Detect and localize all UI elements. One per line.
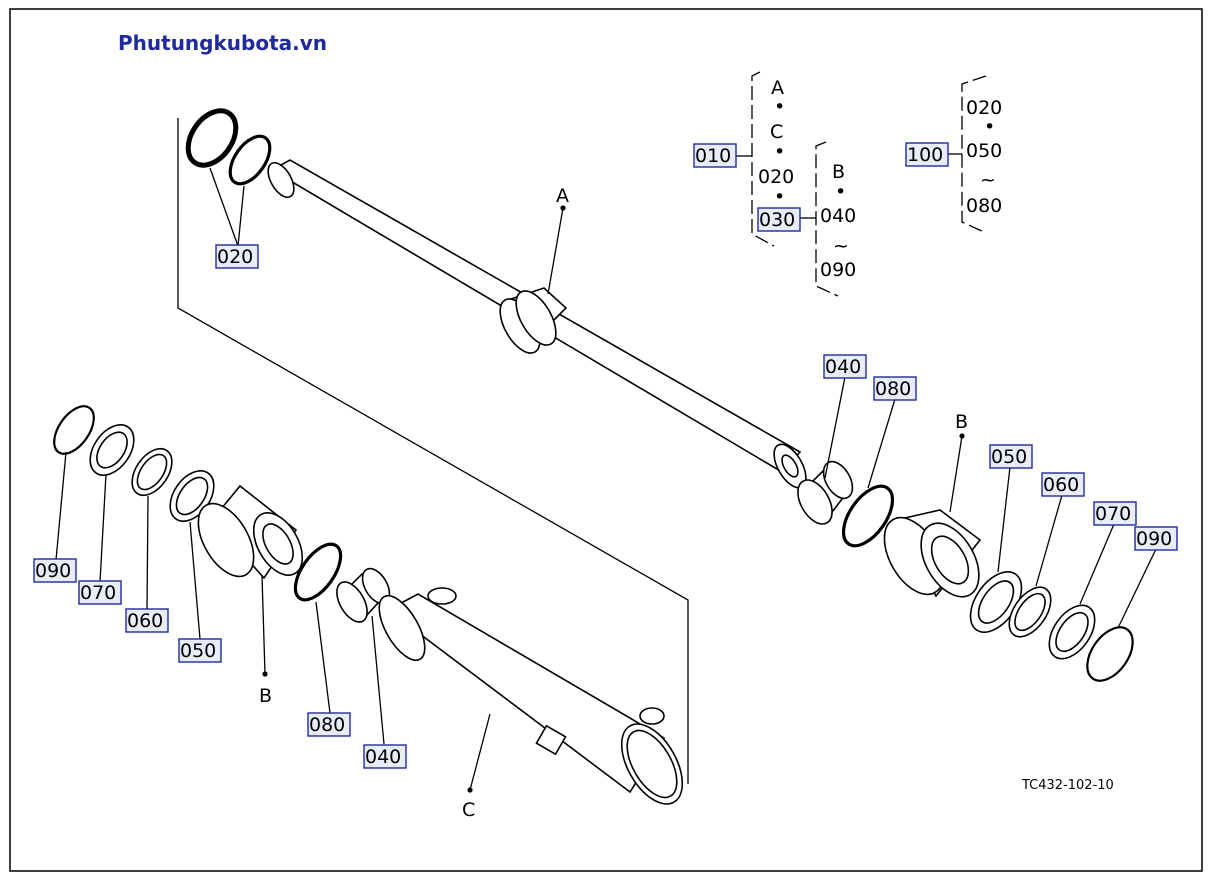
legend1-020: 020 [758, 166, 794, 188]
label-080-right[interactable]: 080 [873, 376, 917, 401]
label-030[interactable]: 030 [757, 207, 801, 232]
label-010[interactable]: 010 [693, 143, 737, 168]
legend1-090: 090 [820, 259, 856, 281]
label-100[interactable]: 100 [905, 142, 949, 167]
oring-080-left [293, 542, 343, 602]
label-040-right[interactable]: 040 [823, 354, 867, 379]
piston-rod [267, 159, 807, 489]
label-070-left[interactable]: 070 [78, 580, 122, 605]
svg-text:020: 020 [217, 246, 253, 268]
svg-text:090: 090 [35, 560, 71, 582]
legend-group-010: A • C • 020 • B • 040 ~ 090 [736, 71, 856, 297]
label-050-left[interactable]: 050 [178, 638, 222, 663]
ref-c: C [462, 799, 475, 821]
piston-b-right [883, 509, 982, 598]
svg-text:100: 100 [907, 144, 943, 166]
snap-ring-090-left [53, 405, 95, 455]
assembly-plane-outline [177, 118, 689, 784]
svg-text:060: 060 [1043, 474, 1079, 496]
legend2-020: 020 [966, 97, 1002, 119]
drawing-frame [9, 8, 1203, 872]
legend1-040: 040 [820, 205, 856, 227]
legend2-dot: • [984, 116, 995, 138]
ref-b-right: B [955, 411, 968, 433]
legend-group-100: 020 • 050 ~ 080 [948, 75, 1002, 233]
drawing-code: TC432-102-10 [1021, 778, 1114, 793]
legend1-dot4: • [835, 181, 846, 203]
legend1-c: C [770, 121, 783, 143]
svg-text:070: 070 [1095, 503, 1131, 525]
legend2-050: 050 [966, 140, 1002, 162]
legend2-080: 080 [966, 195, 1002, 217]
svg-text:060: 060 [127, 610, 163, 632]
piston-b-left [197, 484, 304, 580]
label-070-right[interactable]: 070 [1093, 501, 1137, 526]
label-060-right[interactable]: 060 [1041, 472, 1085, 497]
label-090-left[interactable]: 090 [33, 558, 77, 583]
svg-text:080: 080 [309, 714, 345, 736]
label-060-left[interactable]: 060 [125, 608, 169, 633]
svg-text:040: 040 [825, 356, 861, 378]
brand-text[interactable]: Phutungkubota.vn [118, 31, 327, 55]
svg-text:090: 090 [1136, 528, 1172, 550]
label-080-left[interactable]: 080 [307, 712, 351, 737]
ring-020-outer [185, 108, 239, 168]
label-040-left[interactable]: 040 [363, 744, 407, 769]
svg-text:080: 080 [875, 378, 911, 400]
ring-020-inner [192, 114, 232, 162]
legend1-tilde: ~ [833, 235, 849, 257]
oring-080-right [841, 484, 895, 548]
oring-020 [228, 134, 272, 186]
bushing-040-left [336, 567, 391, 623]
svg-text:010: 010 [695, 145, 731, 167]
legend1-a: A [771, 77, 784, 99]
legend2-tilde: ~ [980, 169, 996, 191]
label-050-right[interactable]: 050 [989, 444, 1033, 469]
svg-text:050: 050 [180, 640, 216, 662]
label-020[interactable]: 020 [215, 244, 259, 269]
svg-text:030: 030 [759, 209, 795, 231]
ref-a: A [556, 185, 569, 207]
svg-text:050: 050 [991, 446, 1027, 468]
label-090-right[interactable]: 090 [1134, 526, 1178, 551]
legend1-dot2: • [774, 141, 785, 163]
legend1-dot1: • [774, 96, 785, 118]
bushing-040-right [797, 460, 854, 525]
cylinder-tube [378, 587, 684, 805]
legend1-dot3: • [774, 186, 785, 208]
snap-ring-090-right [1086, 626, 1134, 682]
svg-text:040: 040 [365, 746, 401, 768]
svg-text:070: 070 [80, 582, 116, 604]
legend1-b: B [832, 161, 845, 183]
ref-b-left: B [259, 685, 272, 707]
